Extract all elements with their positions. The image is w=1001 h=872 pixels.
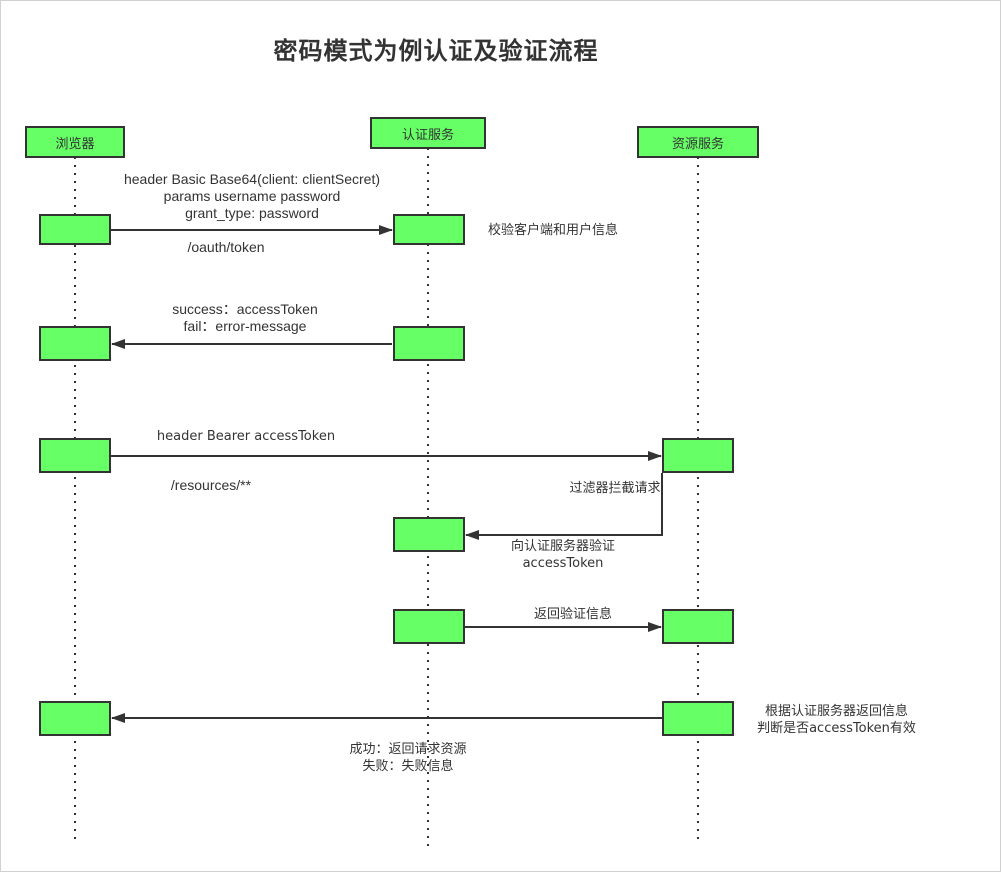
actor-resource-service: 资源服务 xyxy=(637,126,759,158)
label-result-success: 成功：返回请求资源 xyxy=(349,742,467,757)
activation-resource-2 xyxy=(662,609,734,644)
label-token-response-success: success：accessToken xyxy=(172,301,318,317)
activation-browser-1 xyxy=(39,214,111,245)
label-token-request-line3: grant_type: password xyxy=(185,205,319,221)
label-token-request-line1: header Basic Base64(client: clientSecret… xyxy=(123,171,381,187)
label-result-fail: 失败：失败信息 xyxy=(362,759,454,774)
note-verify-client-user: 校验客户端和用户信息 xyxy=(487,223,618,238)
actor-auth-service: 认证服务 xyxy=(370,117,486,149)
activation-auth-4 xyxy=(393,609,465,644)
activation-resource-3 xyxy=(662,701,734,736)
activation-auth-1 xyxy=(393,214,465,245)
note-filter-intercept: 过滤器拦截请求 xyxy=(569,481,661,496)
activation-resource-1 xyxy=(662,438,734,473)
activation-browser-3 xyxy=(39,438,111,473)
label-auth-verify-line2: accessToken xyxy=(522,556,604,571)
label-token-request-line2: params username password xyxy=(163,188,341,204)
label-auth-verify-line1: 向认证服务器验证 xyxy=(510,539,615,554)
activation-auth-3 xyxy=(393,517,465,552)
activation-browser-2 xyxy=(39,326,111,361)
note-judge-line2: 判断是否accessToken有效 xyxy=(757,721,916,736)
label-resource-request-header: header Bearer accessToken xyxy=(156,429,336,444)
label-auth-return: 返回验证信息 xyxy=(533,607,612,622)
label-token-path: /oauth/token xyxy=(187,239,265,255)
diagram-title: 密码模式为例认证及验证流程 xyxy=(273,37,599,65)
actor-browser: 浏览器 xyxy=(25,126,125,158)
activation-browser-4 xyxy=(39,701,111,736)
label-resource-path: /resources/** xyxy=(170,477,252,493)
arrow-auth-verify xyxy=(465,473,663,540)
activation-auth-2 xyxy=(393,326,465,361)
label-token-response-fail: fail：error-message xyxy=(183,318,307,334)
note-judge-line1: 根据认证服务器返回信息 xyxy=(764,704,908,719)
